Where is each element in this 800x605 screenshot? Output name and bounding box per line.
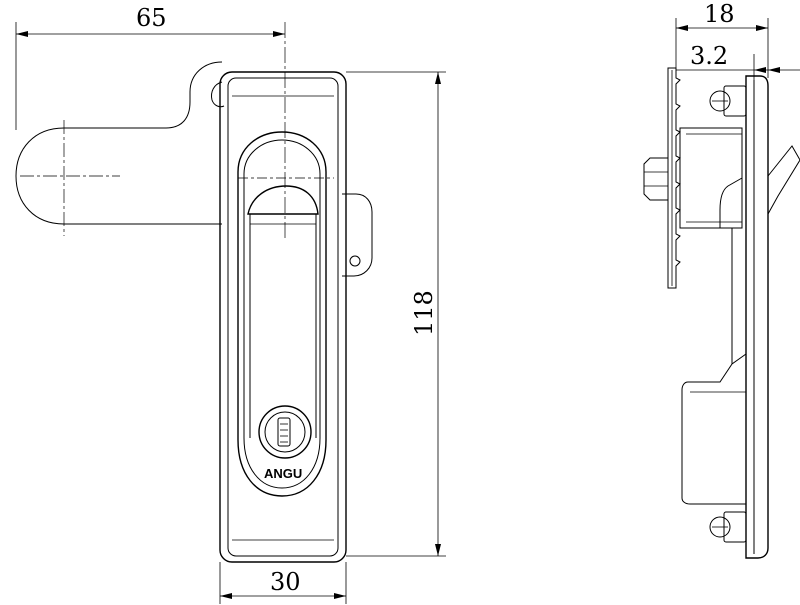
cam-hole <box>349 255 361 267</box>
front-dimensions: 65 118 30 <box>15 4 446 604</box>
side-dimensions: 18 3.2 <box>675 0 800 80</box>
dimension-overall-height: 118 <box>410 290 438 336</box>
cam-tab <box>342 193 373 277</box>
body-inner <box>227 77 339 557</box>
key-cylinder <box>258 405 312 459</box>
body-outer <box>219 71 347 563</box>
rear-plate <box>667 67 681 289</box>
brand-label: ANGU <box>264 466 302 481</box>
lever-knob <box>211 81 225 108</box>
recess-inner <box>243 139 321 489</box>
recess-outer <box>237 131 327 497</box>
handle-grip <box>247 185 319 215</box>
lower-housing <box>681 353 747 505</box>
hex-nut <box>643 157 669 201</box>
lower-screw <box>709 511 747 543</box>
handle-lever-outline <box>15 61 223 225</box>
keyhole <box>277 417 291 447</box>
front-view: ANGU <box>15 22 373 563</box>
shaft <box>679 127 743 229</box>
body-profile <box>745 75 769 559</box>
side-view <box>643 67 800 559</box>
dimension-plate-thickness: 3.2 <box>690 42 728 70</box>
dimension-handle-length: 65 <box>136 4 167 32</box>
upper-screw <box>709 85 747 117</box>
cam-arm <box>767 145 800 215</box>
dimension-width: 30 <box>270 568 301 596</box>
dimension-depth: 18 <box>704 0 735 28</box>
